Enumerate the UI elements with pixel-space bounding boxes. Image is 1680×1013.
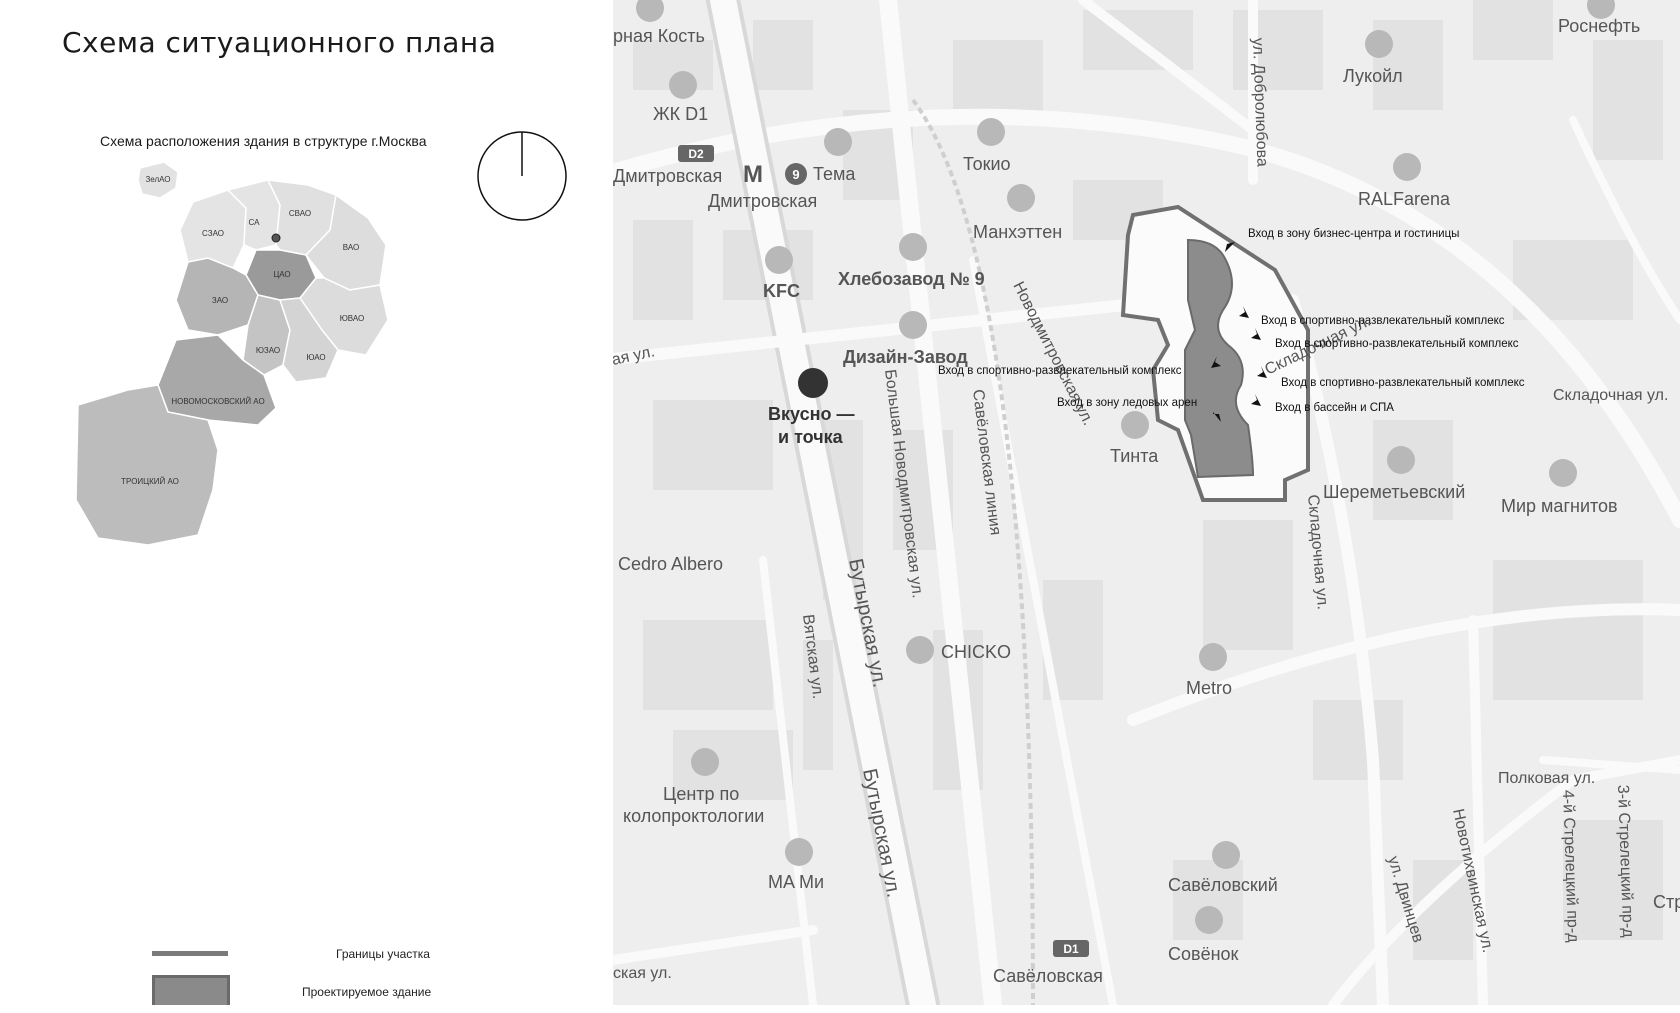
place-label: Тинта [1110, 446, 1159, 466]
district-yuao [278, 297, 339, 383]
district-label: СЗАО [202, 229, 224, 238]
place-label: CHICKO [941, 642, 1011, 662]
district-zelao [137, 161, 179, 199]
entrance-arrows [1211, 242, 1267, 422]
place-label: Стр [1653, 892, 1680, 912]
entrance-label: Вход в бассейн и СПА [1275, 402, 1394, 414]
entrance-label: Вход в зону ледовых арен [1057, 397, 1197, 409]
proposed-building [1184, 238, 1255, 479]
entrance-label: Вход в спортивно-развлекательный комплек… [1275, 338, 1519, 350]
entrance-label: Вход в спортивно-развлекательный комплек… [1281, 377, 1525, 389]
district-label: ЮВАО [340, 314, 365, 323]
street-label: 3-й Стрелецкий пр-д [1614, 785, 1636, 939]
street-label: 4-й Стрелецкий пр-д [1559, 790, 1581, 944]
place-label: Савёловская [993, 966, 1103, 986]
street-label: Полковая ул. [1498, 770, 1595, 787]
place-label: Центр по [663, 784, 739, 804]
district-label: СВАО [289, 209, 311, 218]
district-label: НОВОМОСКОВСКИЙ АО [171, 397, 264, 406]
place-label: рная Кость [613, 26, 705, 46]
place-label: Токио [963, 154, 1011, 174]
district-troitsky [75, 384, 219, 546]
place-label: Роснефть [1558, 16, 1640, 36]
badge-line-9: 9 [792, 167, 799, 182]
place-label: Шереметьевский [1323, 482, 1465, 502]
place-label: колопроктологии [623, 806, 764, 826]
place-label: Лукойл [1343, 66, 1403, 86]
badge-d2: D2 [688, 147, 704, 161]
district-label: ЗАО [212, 296, 228, 305]
street-label: ая ул. [613, 343, 656, 369]
north-arrow-icon [477, 131, 567, 221]
place-label: Дизайн-Завод [843, 347, 968, 367]
place-label: Тема [813, 164, 856, 184]
street-label: ская ул. [613, 965, 672, 982]
place-label: Мир магнитов [1501, 496, 1618, 516]
legend-building-label: Проектируемое здание [302, 985, 432, 999]
place-label: KFC [763, 281, 800, 301]
building-location-dot [271, 233, 281, 243]
place-label: Манхэттен [973, 222, 1062, 242]
place-label: и точка [778, 427, 844, 447]
badge-d1: D1 [1063, 942, 1079, 956]
moscow-districts-map: ЗелАО СЗАО СА СВАО ВАО ЦАО ЗАО ЮВАО ЮЗАО… [75, 161, 389, 546]
inset-title: Схема расположения здания в структуре г.… [100, 133, 427, 149]
district-label: ЮЗАО [256, 346, 280, 355]
street-label: Складочная ул. [1304, 494, 1331, 611]
street-label: Складочная ул. [1553, 387, 1668, 404]
street-label: ул. Добролюбова [1249, 38, 1270, 168]
place-label: Metro [1186, 678, 1232, 698]
district-label: ЗелАО [145, 175, 170, 184]
district-label: ВАО [343, 243, 359, 252]
place-label: Савёловский [1168, 875, 1278, 895]
place-label: Дмитровская [613, 166, 722, 186]
situation-map: D2 M 9 D1 рная Кость ЖК D1 Дмитровская Д… [613, 0, 1680, 1005]
district-label: ЮАО [306, 353, 325, 362]
place-label: Вкусно — [768, 404, 854, 424]
legend-boundary-label: Границы участка [336, 947, 430, 961]
metro-icon: M [743, 161, 763, 188]
page-title: Схема ситуационного плана [62, 26, 497, 59]
place-label: Cedro Albero [618, 554, 723, 574]
place-label: Совёнок [1168, 944, 1239, 964]
district-label: СА [249, 218, 261, 227]
place-label: ЖК D1 [653, 104, 708, 124]
place-label: RALFarena [1358, 189, 1451, 209]
legend-boundary-swatch [152, 951, 228, 956]
entrance-label: Вход в зону бизнес-центра и гостиницы [1248, 228, 1459, 240]
place-label: Хлебозавод № 9 [838, 269, 985, 289]
footer-margin [0, 1005, 1680, 1013]
entrance-label: Вход в спортивно-развлекательный комплек… [1261, 315, 1505, 327]
entrance-label: Вход в спортивно-развлекательный комплек… [938, 365, 1182, 377]
place-label: MA Mи [768, 872, 824, 892]
map-canvas: D2 M 9 D1 рная Кость ЖК D1 Дмитровская Д… [613, 0, 1680, 1005]
place-label: Дмитровская [708, 191, 817, 211]
district-label: ТРОИЦКИЙ АО [121, 477, 179, 486]
district-label: ЦАО [273, 270, 290, 279]
